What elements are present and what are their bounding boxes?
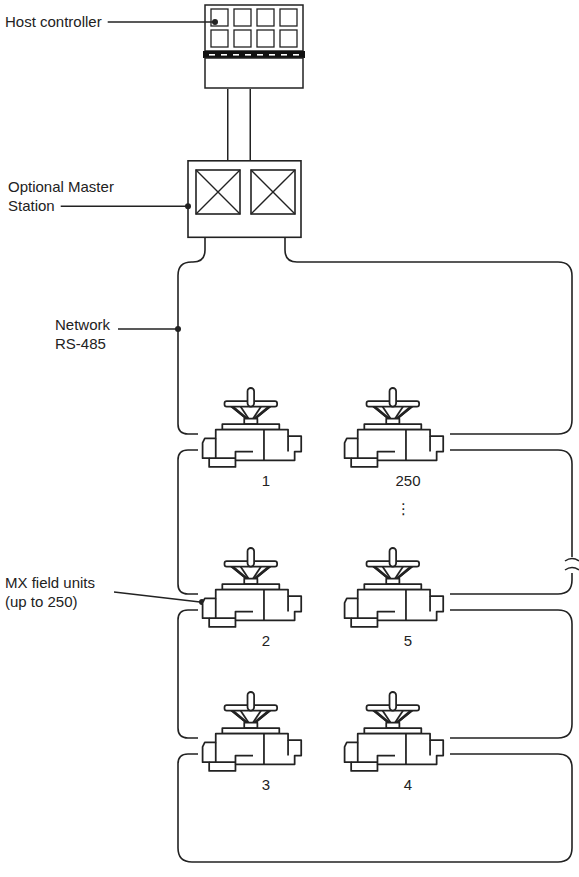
actuator-icon [340,548,450,628]
host-controller: Host controller [5,5,305,89]
actuator-unit: 3 [198,692,308,795]
actuator-icon [198,388,308,468]
actuator-unit: 4 [340,692,450,795]
break-mark [565,568,579,571]
unit-number: 1 [236,472,296,491]
rack-icon [205,5,305,89]
network-cable [178,238,205,434]
actuator-unit: 2 [198,548,308,651]
unit-number: 250 [378,472,438,491]
actuator-unit: 250 [340,388,450,491]
unit-number: 2 [236,632,296,651]
leader-line [118,328,176,329]
unit-number: 4 [378,776,438,795]
actuator-icon [198,548,308,628]
unit-number: 3 [236,776,296,795]
network-cable [285,238,572,434]
network-cable [178,450,198,594]
network-cable [450,610,572,738]
actuator-icon [198,692,308,772]
actuator-icon [340,692,450,772]
unit-number: 5 [378,632,438,651]
network-cable [450,450,572,594]
actuator-unit: 5 [340,548,450,651]
network-label: Network RS-485 [55,316,117,354]
actuator-icon [340,388,450,468]
break-mark [565,559,579,562]
master-station: Optional Master Station [8,160,302,238]
actuator-unit: 1 [198,388,308,491]
field-units-label: MX field units (up to 250) [5,574,115,612]
host-cable [239,89,240,160]
node-label: Host controller [5,13,102,32]
leader-line [114,592,200,602]
continuation-dots: ⋮ [396,500,416,519]
network-cable [178,610,198,738]
leader-dot [175,326,181,332]
break-gap [565,557,579,573]
node-label: Optional Master Station [8,178,128,216]
